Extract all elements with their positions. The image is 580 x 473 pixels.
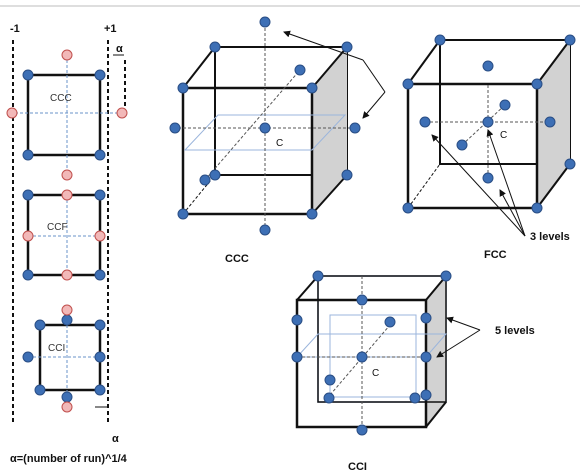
- left-axial-points: [6, 49, 128, 413]
- fcc-caption: FCC: [484, 249, 507, 261]
- fcc-annotation: 3 levels: [530, 231, 570, 243]
- fcc-cube: C 3 levels FCC: [402, 34, 576, 261]
- cci-center-label: C: [372, 368, 379, 379]
- axis-max-label: +1: [104, 23, 117, 35]
- ccc-cube: C CCC: [169, 16, 386, 265]
- left-corner-points: [22, 69, 106, 403]
- alpha-top-label: α: [116, 43, 123, 55]
- axis-min-label: -1: [10, 23, 20, 35]
- alpha-bottom-label: α: [112, 433, 119, 445]
- fcc-center-label: C: [500, 130, 507, 141]
- alpha-formula: α=(number of run)^1/4: [10, 453, 128, 465]
- cci-box-label: CCI: [48, 343, 65, 354]
- ccf-box: CCF: [26, 193, 102, 277]
- cci-cube: C 5 levels CCI: [291, 270, 535, 473]
- ccc-center-label: C: [276, 138, 283, 149]
- ccc-box: CCC: [10, 55, 122, 175]
- ccf-box-label: CCF: [47, 222, 68, 233]
- cci-annotation: 5 levels: [495, 325, 535, 337]
- left-panel: -1 +1 α α CCC CCF CCI: [6, 23, 128, 465]
- ccc-caption: CCC: [225, 253, 249, 265]
- cci-caption: CCI: [348, 461, 367, 473]
- ccc-box-label: CCC: [50, 93, 72, 104]
